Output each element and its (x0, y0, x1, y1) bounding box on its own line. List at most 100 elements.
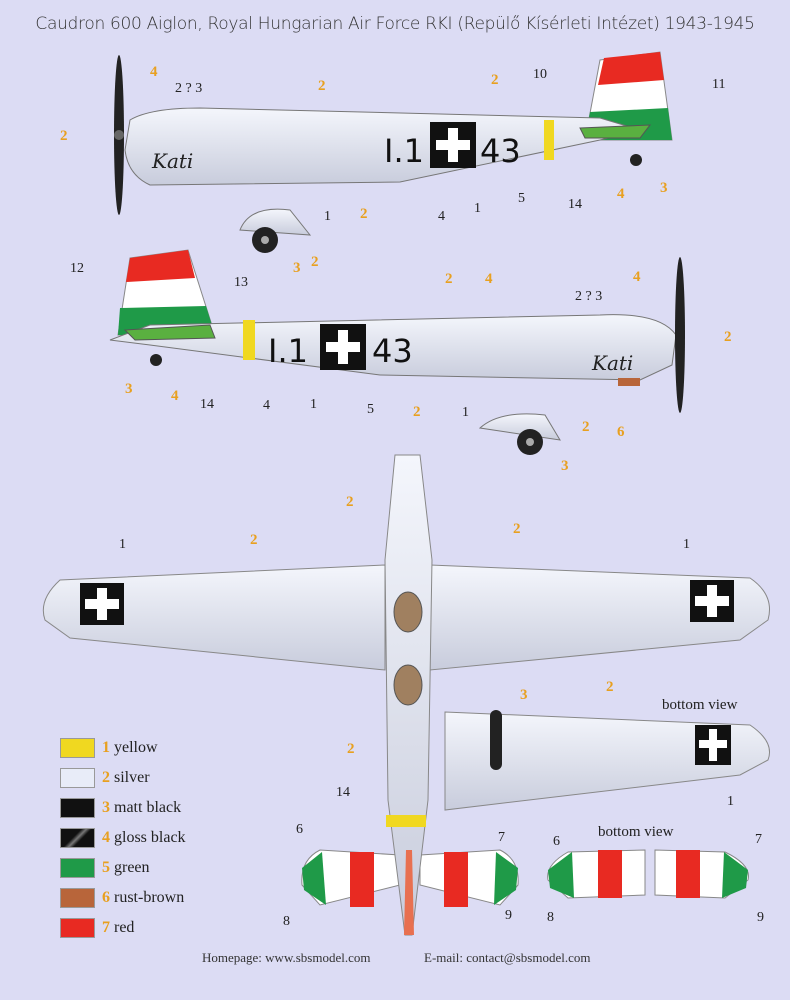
color-swatch (60, 888, 95, 908)
legend-number: 3 (102, 799, 110, 816)
callout-number: 3 (561, 458, 569, 474)
code-i1: I.1 (268, 332, 308, 370)
callout-number: 3 (125, 381, 133, 397)
callout-number: 1 (310, 397, 317, 412)
hungarian-cross (320, 324, 366, 370)
callout-number: 5 (367, 402, 374, 417)
callout-number: 2 ? 3 (175, 81, 202, 96)
fuselage-band-yellow (386, 815, 426, 827)
callout-number: 3 (660, 180, 668, 196)
tail-fin (117, 249, 216, 336)
callout-number: 2 (445, 271, 453, 287)
callout-number: 4 (617, 186, 625, 202)
color-swatch (60, 738, 95, 758)
callout-number: 5 (518, 191, 525, 206)
callout-number: 2 (347, 741, 355, 757)
callout-number: 14 (568, 197, 582, 212)
side-view-right: Kati I.1 43 (109, 249, 685, 455)
footer-email: E-mail: contact@sbsmodel.com (424, 950, 591, 965)
nose-script-kati: Kati (591, 351, 633, 375)
legend-label: yellow (114, 739, 158, 756)
wing-left (42, 564, 386, 671)
legend-number: 6 (102, 889, 110, 906)
hungarian-cross (430, 122, 476, 168)
callout-number: 4 (485, 271, 493, 287)
callout-number: 9 (757, 910, 764, 925)
callout-number: 2 (513, 521, 521, 537)
legend-number: 7 (102, 919, 110, 936)
callout-number: 1 (324, 209, 331, 224)
callout-number: 6 (296, 822, 303, 837)
color-swatch (60, 918, 95, 938)
callout-number: 2 (360, 206, 368, 222)
callout-number: 3 (520, 687, 528, 703)
callout-number: 2 (606, 679, 614, 695)
code-43: 43 (480, 132, 521, 170)
legend-number: 5 (102, 859, 110, 876)
callout-number: 1 (474, 201, 481, 216)
propeller (675, 257, 685, 413)
callout-number: 7 (498, 830, 505, 845)
callout-number: 1 (119, 537, 126, 552)
callout-number: 2 ? 3 (575, 289, 602, 304)
callout-number: 10 (533, 67, 547, 82)
callout-number: 2 (60, 128, 68, 144)
callout-number: 11 (712, 77, 725, 92)
color-swatch (60, 858, 95, 878)
legend-label: matt black (114, 799, 182, 816)
callout-number: 2 (582, 419, 590, 435)
fuselage (124, 107, 642, 186)
callout-number: 6 (617, 424, 625, 440)
fuselage-band-yellow (544, 120, 554, 160)
legend-label: rust-brown (114, 889, 185, 906)
footer-homepage: Homepage: www.sbsmodel.com (202, 950, 371, 965)
callout-number: 4 (150, 64, 158, 80)
legend-number: 1 (102, 739, 110, 756)
nose-script-kati: Kati (151, 149, 193, 173)
callout-number: 1 (462, 405, 469, 420)
callout-number: 14 (336, 785, 350, 800)
callout-number: 2 (724, 329, 732, 345)
bottom-view-label: bottom view (662, 697, 738, 713)
callout-number: 4 (171, 388, 179, 404)
color-swatch (60, 768, 95, 788)
legend-number: 2 (102, 769, 110, 786)
callout-number: 13 (234, 275, 248, 290)
callout-number: 2 (491, 72, 499, 88)
callout-number: 2 (250, 532, 258, 548)
callout-number: 6 (553, 834, 560, 849)
wing-right (429, 564, 770, 671)
sheet-title: Caudron 600 Aiglon, Royal Hungarian Air … (35, 14, 755, 34)
tail-fin (584, 51, 673, 141)
legend-label: green (114, 859, 150, 876)
callout-number: 1 (727, 794, 734, 809)
top-view (42, 454, 770, 936)
callout-number: 2 (311, 254, 319, 270)
callout-number: 2 (346, 494, 354, 510)
callout-number: 8 (283, 914, 290, 929)
callout-number: 1 (683, 537, 690, 552)
callout-number: 12 (70, 261, 84, 276)
code-43: 43 (372, 332, 413, 370)
callout-number: 14 (200, 397, 214, 412)
callout-number: 4 (438, 209, 445, 224)
color-swatch (60, 798, 95, 818)
callout-number: 9 (505, 908, 512, 923)
fuselage-band-yellow (243, 320, 255, 360)
bottom-view-wing (444, 710, 770, 811)
callout-number: 2 (318, 78, 326, 94)
legend-label: gloss black (114, 829, 186, 846)
callout-number: 3 (293, 260, 301, 276)
bottom-view-label: bottom view (598, 824, 674, 840)
legend-label: red (114, 919, 135, 936)
legend-label: silver (114, 769, 150, 786)
